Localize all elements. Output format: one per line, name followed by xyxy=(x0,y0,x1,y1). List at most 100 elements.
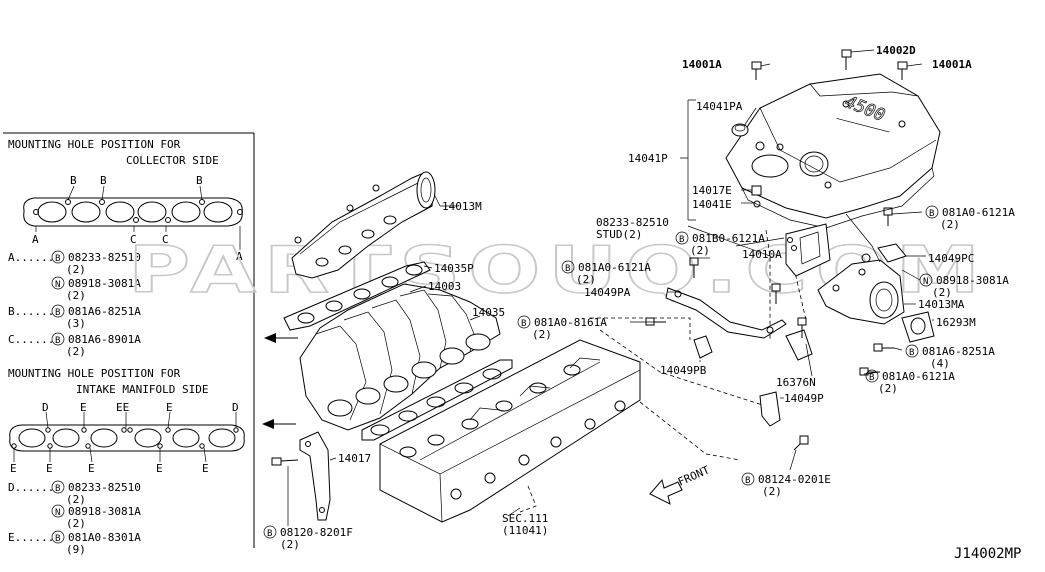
label-14017E: 14017E xyxy=(692,184,732,197)
label-081A0-8161A-qty: (2) xyxy=(532,328,552,341)
nut-glyph: N xyxy=(55,280,60,290)
bolt-icon xyxy=(741,472,755,486)
nut-icon xyxy=(919,273,933,287)
label-081A0-8161A: 081A0-8161A xyxy=(534,316,607,329)
label-14001A-right: 14001A xyxy=(932,58,972,71)
bolt-glyph: B xyxy=(869,373,874,383)
label-081A0-6121A-right: 081A0-6121A xyxy=(942,206,1015,219)
intake-gasket-drawing xyxy=(9,411,245,463)
engine-cover-drawing: 4500 xyxy=(725,73,941,229)
egr-pipe-drawing xyxy=(665,223,831,427)
bolt-glyph: B xyxy=(929,209,934,219)
label-14002D: 14002D xyxy=(876,44,916,57)
intake-manifold-drawing xyxy=(299,283,501,431)
label-14041PA: 14041PA xyxy=(696,100,743,113)
bolt-glyph: B xyxy=(55,534,60,544)
intake-letter-d: D xyxy=(42,401,49,414)
legend-c1: 081A6-8901A xyxy=(68,333,141,346)
legend-a1: 08233-82510 xyxy=(68,251,141,264)
label-14049PC: 14049PC xyxy=(928,252,974,265)
label-14049PB: 14049PB xyxy=(660,364,707,377)
collector-gasket-drawing xyxy=(23,185,243,250)
label-08120-8201F-qty: (2) xyxy=(280,538,300,551)
gasket-14035P-drawing xyxy=(283,261,431,331)
legend-key-b: B...... xyxy=(8,305,54,318)
collector-letter-b: B xyxy=(100,174,107,187)
bolt-glyph: B xyxy=(521,319,526,329)
legend-abc: A...... B 08233-82510 (2) N 08918-3081A … xyxy=(8,250,141,358)
dashed-reference-lines xyxy=(519,229,807,513)
label-sec-111-sub: (11041) xyxy=(502,524,548,537)
bolt-icon xyxy=(51,530,65,544)
legend-key-c: C...... xyxy=(8,333,54,346)
diagram-code: J14002MP xyxy=(954,546,1021,562)
label-081B0-6121A: 081B0-6121A xyxy=(692,232,765,245)
label-081A0-6121A-left-qty: (2) xyxy=(576,273,596,286)
intake-inset-title2: INTAKE MANIFOLD SIDE xyxy=(76,383,208,396)
legend-b1-qty: (3) xyxy=(66,317,86,330)
intake-inset-title1: MOUNTING HOLE POSITION FOR xyxy=(8,367,181,380)
label-sec-111: SEC.111 xyxy=(502,512,548,525)
legend-d1-qty: (2) xyxy=(66,493,86,506)
legend-b1: 081A6-8251A xyxy=(68,305,141,318)
legend-key-a: A...... xyxy=(8,251,54,264)
label-14013M: 14013M xyxy=(442,200,482,213)
label-stud-text: STUD(2) xyxy=(596,228,642,241)
label-14003: 14003 xyxy=(428,280,461,293)
label-14035P: 14035P xyxy=(434,262,474,275)
bolt-icon xyxy=(865,369,879,383)
cover-hardware xyxy=(680,49,923,221)
legend-d1: 08233-82510 xyxy=(68,481,141,494)
collector-letter-b: B xyxy=(70,174,77,187)
label-081A6-8251A: 081A6-8251A xyxy=(922,345,995,358)
leader-lines xyxy=(329,205,934,517)
bolt-icon xyxy=(561,260,575,274)
collector-letter-a: A xyxy=(236,250,243,263)
label-14017: 14017 xyxy=(338,452,371,465)
bolt-icon xyxy=(675,231,689,245)
front-label: FRONT xyxy=(676,463,712,488)
bolt-icon xyxy=(517,315,531,329)
legend-a2: 08918-3081A xyxy=(68,277,141,290)
bolt-glyph: B xyxy=(55,336,60,346)
legend-d2: 08918-3081A xyxy=(68,505,141,518)
bolt-icon xyxy=(263,525,277,539)
label-08120-8201F: 08120-8201F xyxy=(280,526,353,539)
legend-c1-qty: (2) xyxy=(66,345,86,358)
collector-drawing xyxy=(291,171,441,279)
legend-de: D...... B 08233-82510 (2) N 08918-3081A … xyxy=(8,480,141,556)
bolt-icon xyxy=(51,332,65,346)
inset-panel: MOUNTING HOLE POSITION FOR COLLECTOR SID… xyxy=(3,132,255,556)
bolt-icons xyxy=(645,207,894,451)
label-081A0-6121A-bottom: 081A0-6121A xyxy=(882,370,955,383)
bolt-icon xyxy=(905,344,919,358)
label-081B0-6121A-qty: (2) xyxy=(690,244,710,257)
label-14049PA: 14049PA xyxy=(584,286,631,299)
intake-letter-e: E xyxy=(156,462,163,475)
cylinder-head-drawing xyxy=(379,339,641,523)
label-14013MA: 14013MA xyxy=(918,298,965,311)
label-08918-3081A-qty: (2) xyxy=(932,286,952,299)
bolt-icon xyxy=(51,304,65,318)
intake-letter-e: E xyxy=(88,462,95,475)
label-16293M: 16293M xyxy=(936,316,976,329)
nut-glyph: N xyxy=(923,277,928,287)
label-081A0-6121A-bottom-qty: (2) xyxy=(878,382,898,395)
legend-key-e: E...... xyxy=(8,531,54,544)
label-081A0-6121A-left: 081A0-6121A xyxy=(578,261,651,274)
label-14001A-left: 14001A xyxy=(682,58,722,71)
label-stud-number: 08233-82510 xyxy=(596,216,669,229)
label-14041E: 14041E xyxy=(692,198,732,211)
collector-inset-title2: COLLECTOR SIDE xyxy=(126,154,219,167)
intake-letter-e: E xyxy=(10,462,17,475)
label-16376N: 16376N xyxy=(776,376,816,389)
collector-letter-a: A xyxy=(32,233,39,246)
label-08918-3081A: 08918-3081A xyxy=(936,274,1009,287)
label-08124-0201E: 08124-0201E xyxy=(758,473,831,486)
intake-letter-e: E xyxy=(202,462,209,475)
intake-letter-ee: EE xyxy=(116,401,129,414)
direction-arrows xyxy=(262,333,298,429)
legend-a1-qty: (2) xyxy=(66,263,86,276)
bolt-glyph: B xyxy=(679,235,684,245)
